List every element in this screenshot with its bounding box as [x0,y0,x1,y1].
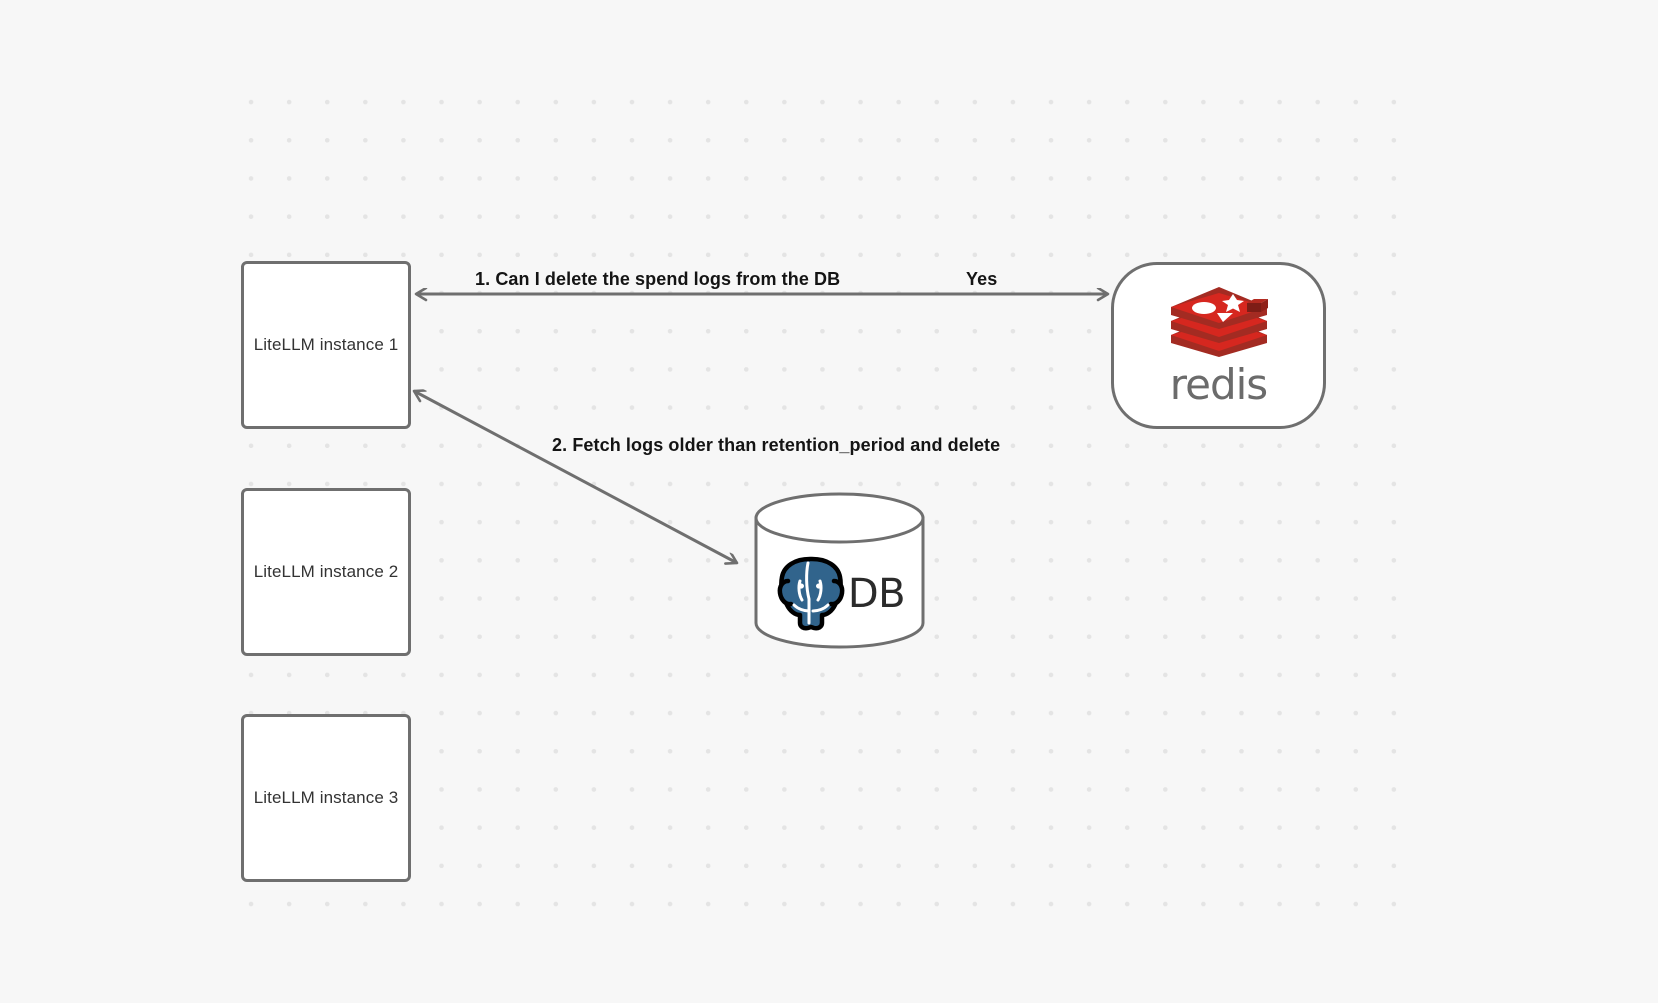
edge-line-step2 [414,391,737,563]
edge-label-step1: 1. Can I delete the spend logs from the … [475,269,841,289]
db-label: DB [847,571,906,617]
edge-label-step2: 2. Fetch logs older than retention_perio… [552,435,1001,455]
node-litellm-instance-3[interactable]: LiteLLM instance 3 [241,714,411,882]
node-litellm-instance-2[interactable]: LiteLLM instance 2 [241,488,411,656]
node-postgres-db[interactable]: DB [753,492,926,649]
node-litellm-instance-3-label: LiteLLM instance 3 [253,787,399,807]
edge-label-yes: Yes [966,269,998,289]
node-litellm-instance-1-label: LiteLLM instance 1 [253,334,399,354]
redis-wordmark-label: redis [1169,360,1268,409]
redis-logo-icon [1163,285,1275,364]
postgresql-elephant-icon [774,553,848,636]
node-redis[interactable]: redis [1111,262,1326,429]
node-litellm-instance-2-label: LiteLLM instance 2 [253,561,399,581]
node-litellm-instance-1[interactable]: LiteLLM instance 1 [241,261,411,429]
